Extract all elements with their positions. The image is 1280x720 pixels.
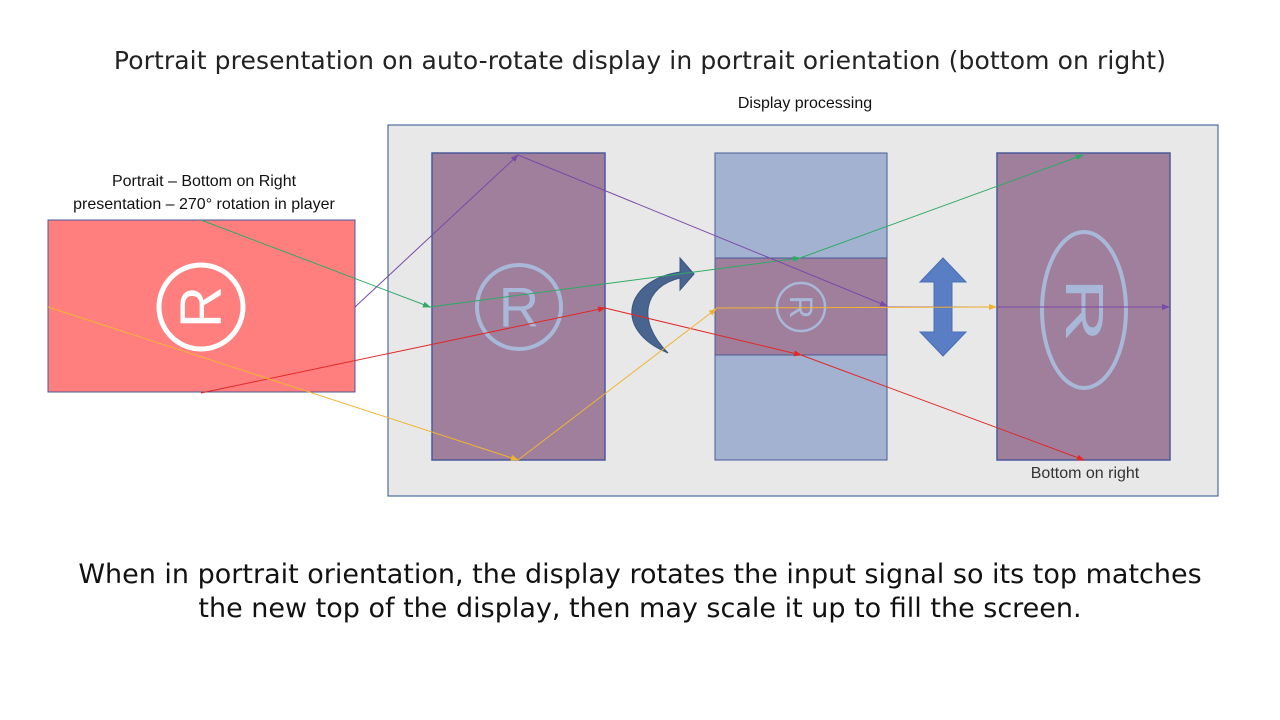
curved-arrow-rotate-icon [631,256,695,354]
processing-label: Display processing [737,95,873,112]
output-label: Bottom on right [1030,465,1140,482]
connector-lines [47,154,1170,461]
caption-line1: When in portrait orientation, the displa… [78,559,1202,590]
red-line-2 [604,307,802,357]
green-line-1 [200,219,431,308]
source-label: Portrait – Bottom on Right presentation … [44,170,364,216]
input-registered-letter: R [499,276,539,339]
source-registered-icon: R [156,262,246,352]
output-registered-icon: R [1040,230,1128,390]
source-label-line2: presentation – 270° rotation in player [73,196,335,213]
source-frame [47,219,356,393]
red-line-3 [800,354,1085,461]
orange-line-2 [517,308,717,461]
input-frame [431,152,606,461]
input-registered-icon: R [475,263,563,351]
caption: When in portrait orientation, the displa… [60,558,1220,626]
purple-line-1 [354,154,519,308]
source-label-line1: Portrait – Bottom on Right [111,173,297,190]
green-line-3 [799,154,1084,259]
orange-line-1 [47,306,519,461]
page-title: Portrait presentation on auto-rotate dis… [113,46,1167,75]
output-registered-letter: R [1054,278,1114,343]
middle-registered-icon: R [775,281,827,333]
orange-line-3 [715,304,997,311]
middle-registered-letter: R [783,295,819,318]
caption-line2: the new top of the display, then may sca… [198,593,1082,624]
purple-line-2 [517,154,888,307]
green-line-2 [429,255,801,308]
source-registered-letter: R [169,286,234,328]
